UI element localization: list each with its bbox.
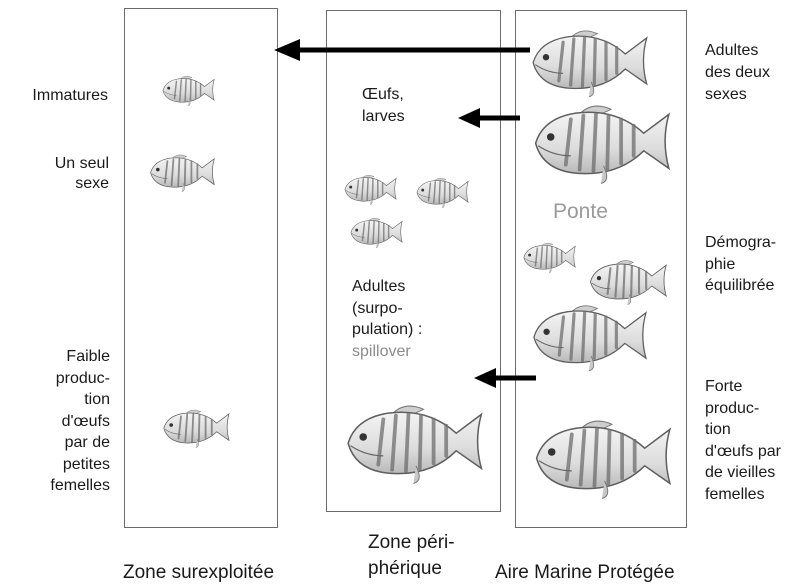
label-forte-production: Forte produc- tion d'œufs par de vieille… [705, 376, 781, 506]
title-zone-peripherique: Zone péri- phérique [368, 530, 455, 582]
label-demographie-equilibree: Démogra- phie équilibrée [705, 232, 776, 297]
label-oeufs-larves: Œufs, larves [362, 84, 405, 128]
fish-icon [526, 24, 656, 99]
arrow-oeufs-larves [458, 108, 520, 128]
fish-icon [526, 98, 681, 186]
fish-icon [342, 172, 400, 206]
fish-icon [414, 175, 472, 209]
fish-icon [160, 73, 218, 107]
fish-icon [348, 215, 406, 249]
label-un-seul-sexe: Un seul sexe [55, 154, 109, 194]
title-zone-surexploitee: Zone surexploitée [123, 561, 274, 585]
label-adultes-surpopulation: Adultes (surpo- pulation) : [352, 276, 422, 341]
fish-icon [160, 406, 234, 449]
label-immatures: Immatures [32, 86, 108, 106]
label-adultes-deux-sexes: Adultes des deux sexes [705, 40, 770, 106]
fish-icon [527, 413, 682, 501]
arrow-adultes [274, 39, 530, 61]
fish-icon [527, 299, 655, 373]
label-faible-production: Faible produc- tion d'œufs par de petite… [50, 346, 110, 497]
fish-icon [520, 240, 580, 274]
label-ponte: Ponte [553, 202, 608, 222]
title-aire-marine-protegee: Aire Marine Protégée [495, 561, 675, 585]
fish-icon [147, 151, 219, 193]
fish-icon [340, 398, 492, 486]
label-spillover: spillover [352, 342, 411, 362]
